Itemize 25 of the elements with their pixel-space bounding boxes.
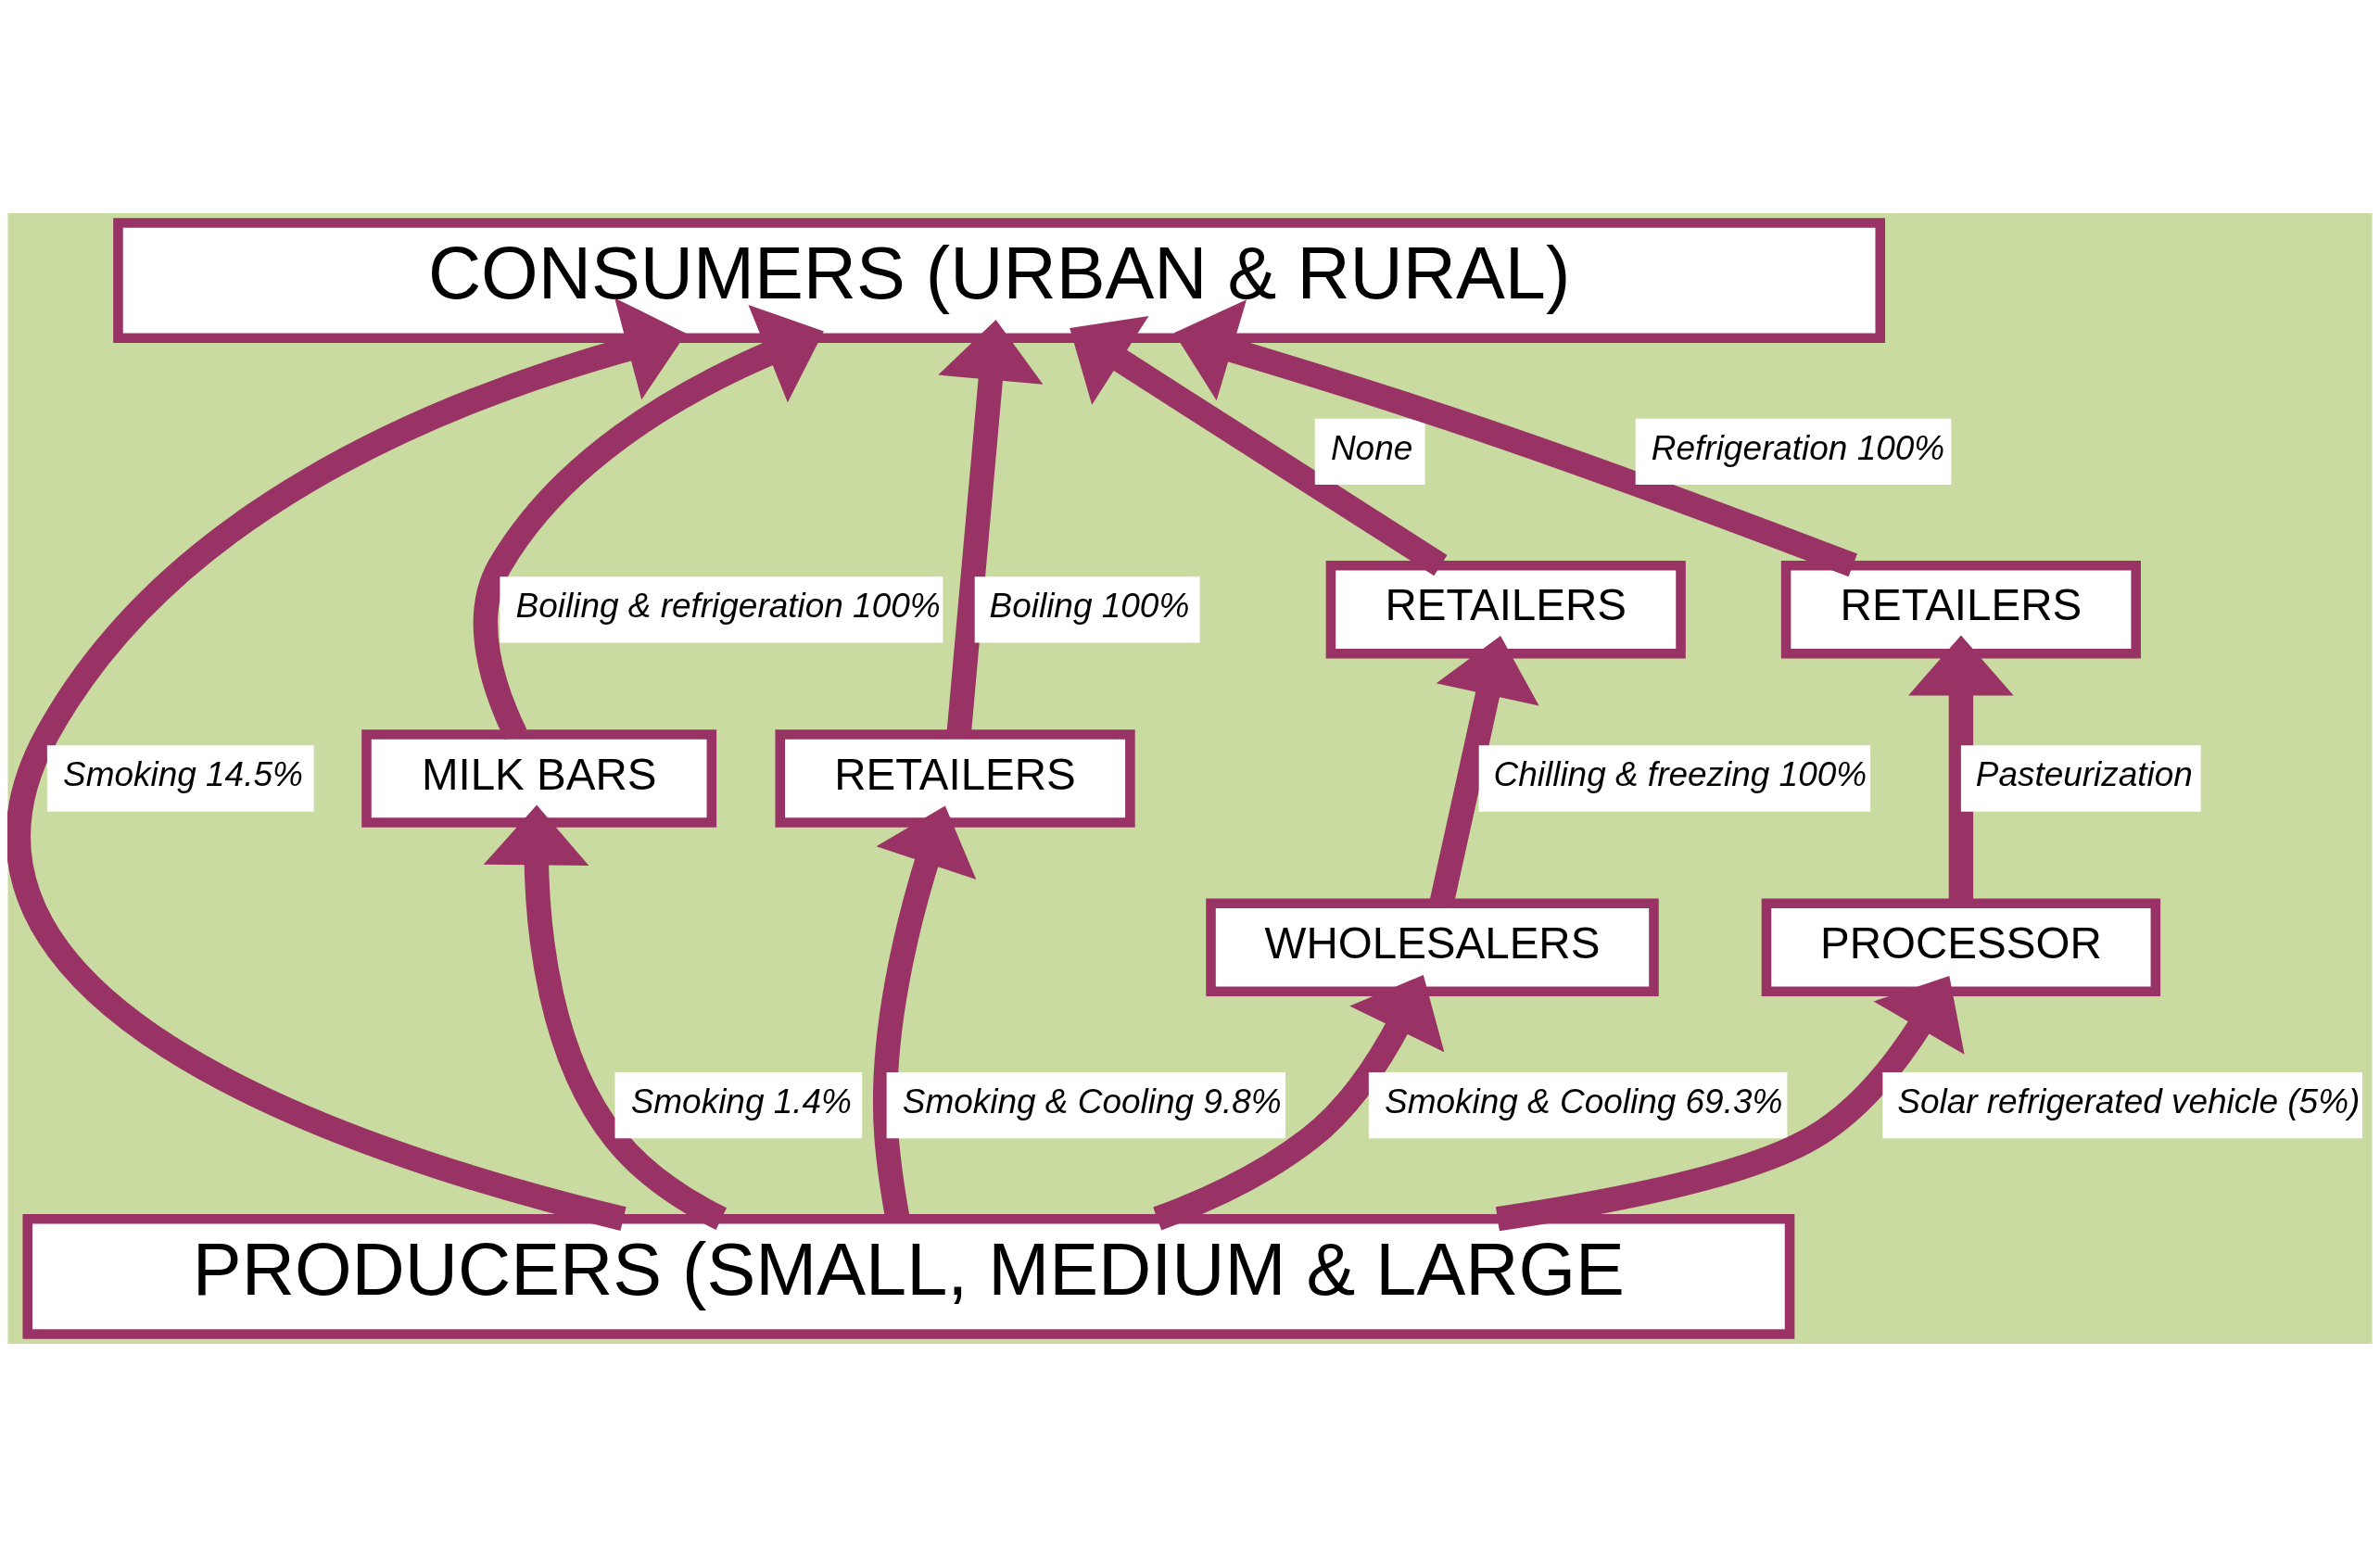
edge-label: Pasteurization — [1975, 755, 2193, 794]
node-box: WHOLESALERS — [1206, 898, 1659, 996]
edge-label: Chilling & freezing 100% — [1493, 755, 1867, 794]
arrow — [1173, 299, 1857, 577]
edge-label: Smoking & Cooling 9.8% — [902, 1082, 1282, 1120]
edge-label: None — [1330, 428, 1413, 467]
arrow — [483, 804, 728, 1230]
edge-label: Smoking 1.4% — [630, 1082, 852, 1120]
edge-label: Boiling & refrigeration 100% — [515, 587, 941, 626]
arrow — [7, 297, 687, 1231]
edge-label: Solar refrigerated vehicle (5%) — [1897, 1082, 2361, 1120]
node-box: RETAILERS — [1780, 561, 2141, 659]
edge-label: Smoking & Cooling 69.3% — [1385, 1082, 1783, 1120]
edge-label: Smoking 14.5% — [63, 755, 303, 794]
arrow — [1153, 975, 1445, 1231]
node-box: RETAILERS — [1325, 561, 1686, 659]
node-box: MILK BARS — [361, 729, 717, 828]
edge-label: Refrigeration 100% — [1651, 428, 1945, 467]
node-box: CONSUMERS (URBAN & RURAL) — [113, 218, 1886, 343]
node-box: PROCESSOR — [1761, 898, 2161, 996]
arrow — [473, 304, 824, 741]
node-box: RETAILERS — [775, 729, 1135, 828]
edge-label: Boiling 100% — [989, 587, 1190, 626]
node-box: PRODUCERS (SMALL, MEDIUM & LARGE — [22, 1214, 1795, 1339]
arrow — [1495, 976, 1965, 1232]
